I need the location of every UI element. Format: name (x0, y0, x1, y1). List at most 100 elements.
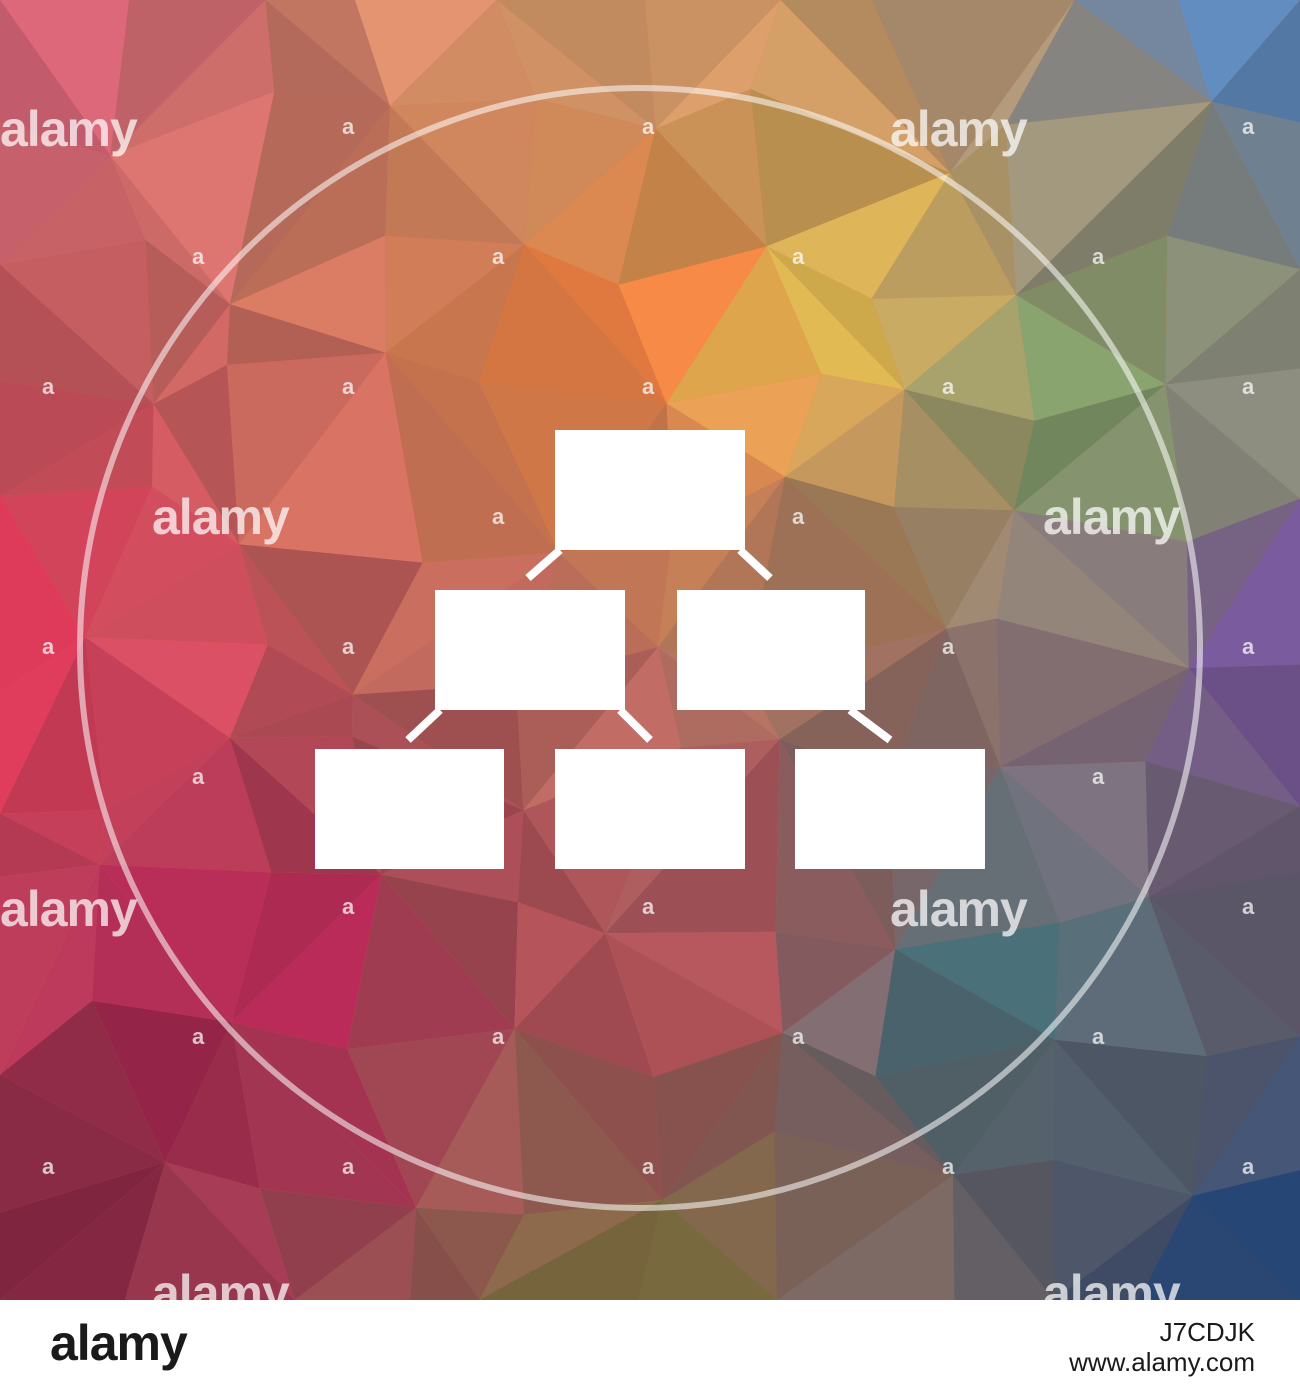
polygon-facet (1192, 1036, 1300, 1196)
polygon-facet (514, 1028, 663, 1200)
polygon-facet (110, 155, 230, 305)
polygon-facet (1165, 368, 1300, 499)
org-box-top (555, 430, 745, 550)
polygon-facet (265, 0, 390, 106)
polygon-facet (239, 544, 423, 695)
polygon-facet (750, 89, 950, 247)
polygon-facet (953, 1175, 1055, 1300)
polygon-facet (875, 949, 1055, 1077)
polygon-facet (0, 1162, 166, 1300)
polygon-facet (785, 389, 905, 507)
polygon-facet (0, 121, 111, 265)
polygon-facet (231, 874, 382, 1050)
polygon-facet (653, 1032, 783, 1200)
polygon-facet (0, 240, 154, 404)
polygon-facet (871, 295, 1017, 390)
polygon-facets (0, 0, 1300, 1300)
footer-id-block: J7CDJK www.alamy.com (1069, 1318, 1255, 1378)
polygon-facet (871, 0, 1075, 173)
polygon-facet (85, 637, 230, 811)
polygon-facet (231, 1022, 417, 1208)
polygon-facet (782, 949, 896, 1077)
polygon-facet (110, 91, 275, 305)
polygon-facet (1014, 384, 1166, 511)
polygon-facet (1145, 761, 1300, 898)
polygon-facet (265, 0, 390, 106)
polygon-facet (666, 374, 822, 477)
polygon-facet (230, 235, 386, 353)
polygon-facet (0, 403, 154, 496)
polygon-facet (152, 403, 240, 545)
polygon-facet (618, 246, 767, 404)
polygon-facet (953, 1039, 1055, 1175)
polygon-facet (894, 507, 1015, 629)
polygon-facet (347, 1028, 515, 1208)
polygon-facet (124, 1162, 295, 1300)
polygon-facet (385, 105, 525, 245)
polygon-facet (871, 172, 1017, 299)
polygon-facet (1148, 806, 1300, 898)
polygon-facet (1000, 761, 1149, 898)
polygon-facet (605, 931, 783, 1033)
polygon-facet (666, 246, 822, 404)
polygon-facet (950, 124, 1017, 296)
polygon-facet (478, 244, 667, 404)
polygon-facet (259, 1188, 417, 1300)
polygon-facet (766, 246, 905, 390)
polygon-facet (514, 933, 654, 1077)
polygon-facet (953, 1160, 1055, 1300)
org-box-bottom-right (795, 749, 985, 869)
polygon-facet (85, 544, 268, 645)
polygon-facet (239, 544, 353, 695)
polygon-facet (1014, 384, 1187, 542)
polygon-facet (496, 0, 656, 129)
polygon-facet (239, 352, 423, 563)
polygon-facet (416, 1028, 525, 1215)
polygon-facet (0, 864, 100, 1075)
polygon-facet (605, 933, 783, 1077)
ring-outline (77, 85, 1203, 1211)
polygon-facet (294, 1207, 417, 1300)
polygon-facet (226, 304, 386, 365)
polygon-facet (1000, 668, 1189, 767)
org-box-middle-left (435, 590, 625, 710)
polygon-facet (0, 381, 154, 496)
footer-logo[interactable]: alamy (50, 1315, 188, 1371)
polygon-facet (894, 389, 1015, 511)
footer-url[interactable]: www.alamy.com (1069, 1346, 1255, 1377)
polygon-facet (514, 902, 606, 1029)
polygon-facet (1148, 871, 1300, 1037)
polygon-facet (946, 618, 1001, 767)
polygon-facet (1148, 897, 1300, 1057)
polygon-facet (895, 922, 1060, 1040)
polygon-facet (774, 1131, 953, 1300)
polygon-facet (777, 1175, 955, 1300)
polygon-facet (996, 618, 1189, 767)
polygon-facet (0, 496, 86, 692)
polygon-facet (1053, 1160, 1193, 1300)
polygon-facet (1211, 0, 1300, 123)
footer-bar: alamy J7CDJK www.alamy.com (0, 1300, 1300, 1390)
polygon-facet (638, 1200, 777, 1300)
polygon-facet (0, 810, 106, 865)
polygon-facet (1165, 236, 1300, 385)
polygon-facet (662, 1032, 783, 1200)
polygon-facet (385, 352, 559, 563)
polygon-facet (0, 637, 86, 814)
polygon-facet (1016, 295, 1166, 421)
polygon-facet (0, 1000, 166, 1163)
polygon-facet (153, 304, 230, 404)
polygon-facet (153, 364, 240, 545)
polygon-facet (1188, 498, 1300, 668)
polygon-facet (1016, 236, 1168, 385)
polygon-facet (946, 510, 1015, 629)
polygon-facet (514, 1028, 663, 1215)
polygon-facet (524, 244, 667, 404)
polygon-facet (1053, 1039, 1193, 1196)
polygon-facet (1165, 269, 1300, 385)
polygon-facet (1014, 510, 1189, 668)
polygon-facet (1186, 498, 1300, 668)
polygon-facet (618, 128, 767, 285)
polygon-facet (0, 486, 153, 638)
polygon-facet (389, 0, 536, 106)
